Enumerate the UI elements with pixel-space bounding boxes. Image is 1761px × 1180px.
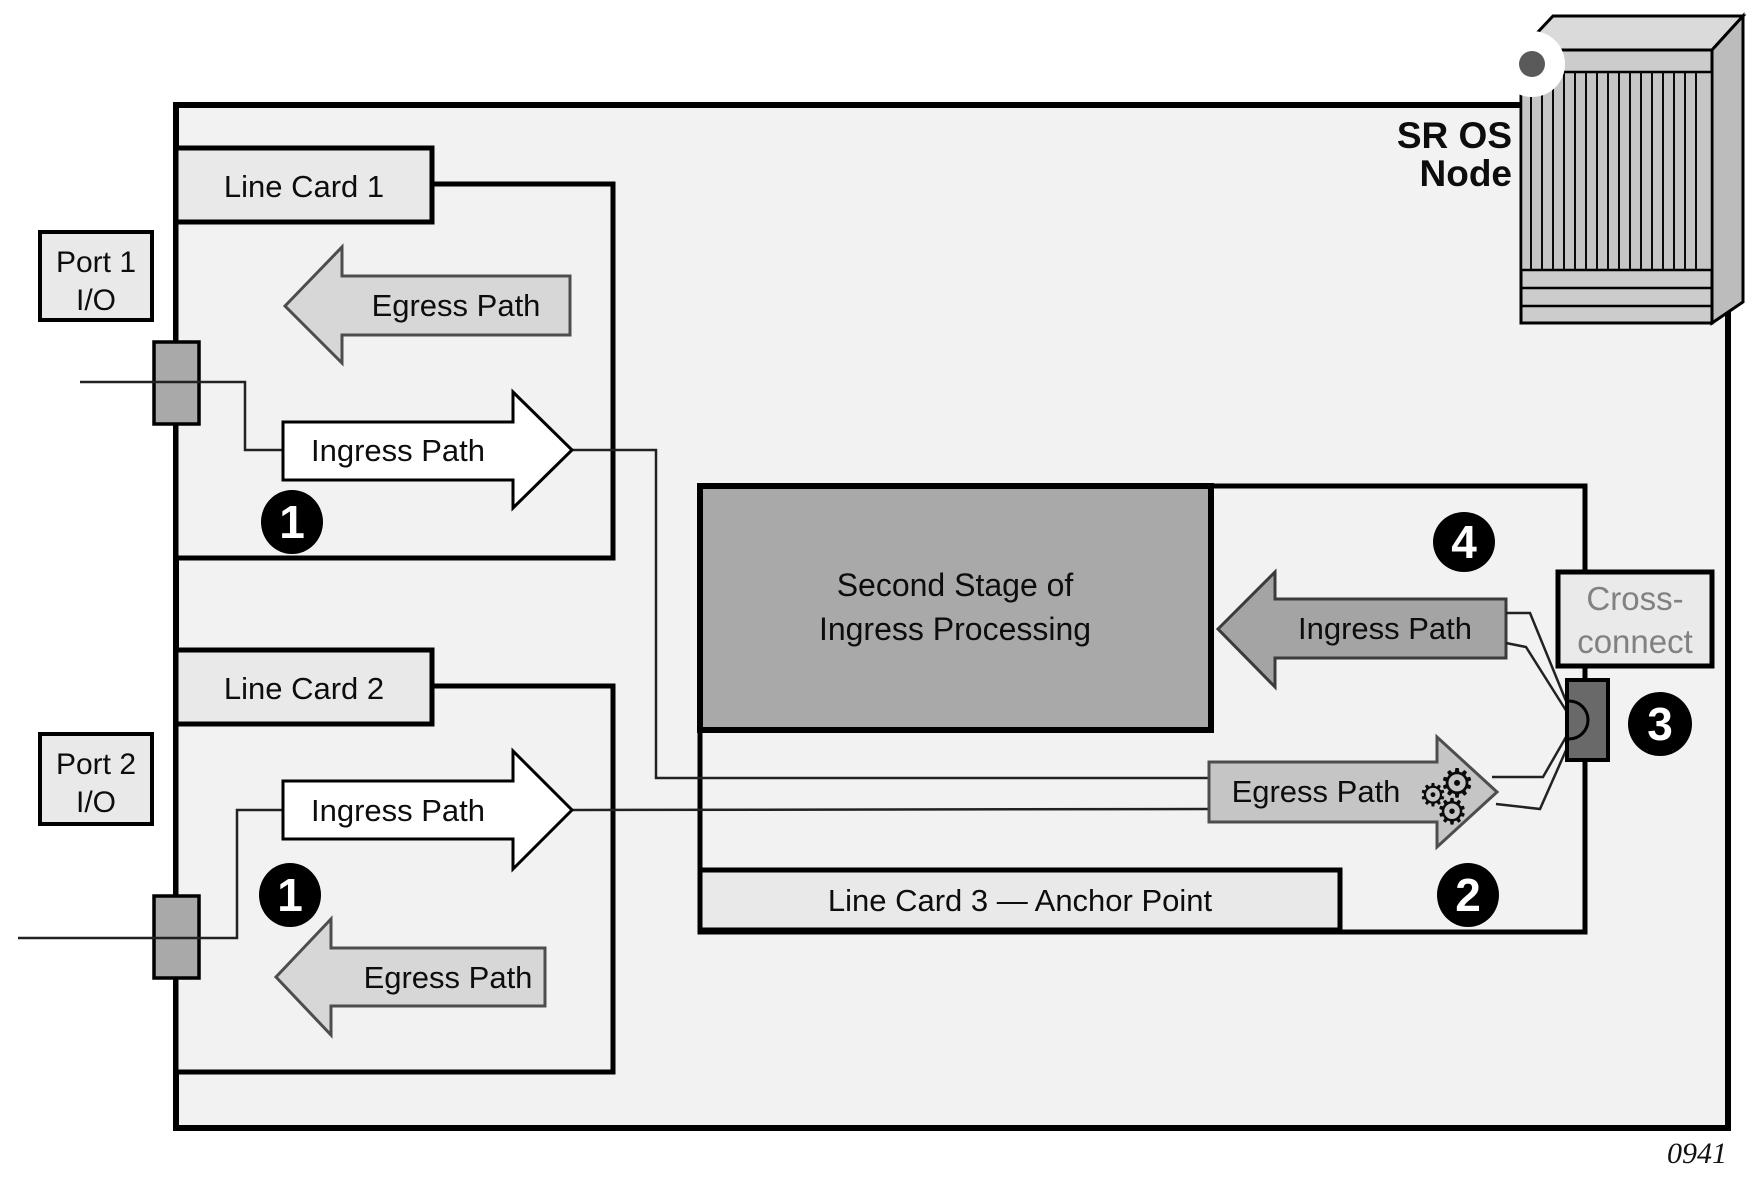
chassis-slats — [1530, 72, 1697, 270]
anchor-egress-label: Egress Path — [1232, 774, 1401, 809]
loopback-arc-icon — [1568, 699, 1590, 741]
node-title-line2: Node — [1420, 153, 1513, 194]
step-badge-3: 3 — [1628, 692, 1692, 756]
lc2-egress-arrow — [273, 915, 547, 1039]
lc2-to-anchor-line — [571, 807, 1210, 812]
step-badge-1-lc2: 1 — [259, 863, 321, 927]
lc1-ingress-label: Ingress Path — [311, 433, 485, 468]
cross-connect-box — [1555, 569, 1715, 669]
step-badge-3-number: 3 — [1647, 698, 1673, 750]
line-card-3-label: Line Card 3 — Anchor Point — [828, 883, 1213, 918]
second-stage-label-line2: Ingress Processing — [819, 611, 1091, 647]
egress-wedge-upper-line — [1492, 736, 1568, 779]
port-2-label-line2: I/O — [76, 786, 116, 819]
cross-connect-label-line1: Cross- — [1586, 580, 1683, 617]
port-1-label-line1: Port 1 — [56, 246, 136, 279]
port-2-box — [38, 732, 154, 826]
step-badge-1-lc2-number: 1 — [277, 869, 303, 921]
step-badge-1-lc1-number: 1 — [279, 496, 305, 548]
gear-icon: ⚙ — [1419, 776, 1448, 814]
lc1-to-anchor-line — [572, 448, 1209, 780]
port-2-label-line1: Port 2 — [56, 748, 136, 781]
port-2-wire — [18, 808, 283, 940]
port-1-wire — [80, 380, 283, 452]
line-card-1-label: Line Card 1 — [224, 169, 384, 204]
step-badge-4-number: 4 — [1451, 516, 1477, 568]
lc1-ingress-arrow — [281, 388, 575, 512]
port-1-box — [38, 230, 154, 322]
chassis-icon — [1499, 12, 1747, 326]
line-card-2-box — [173, 683, 616, 1075]
line-card-1-box — [173, 181, 616, 561]
lc1-egress-arrow — [282, 243, 572, 367]
chassis-led-dot — [1519, 51, 1545, 77]
line-card-1-label-box — [173, 145, 435, 225]
gear-icon: ⚙ — [1436, 792, 1468, 833]
second-stage-box — [697, 483, 1214, 733]
cross-connect-label-line2: connect — [1577, 623, 1693, 660]
node-title-line1: SR OS — [1397, 115, 1512, 156]
anchor-ingress-label: Ingress Path — [1298, 611, 1472, 646]
port-1-label-line2: I/O — [76, 284, 116, 317]
ingress-wedge-lower-line — [1505, 641, 1569, 713]
line-card-3-label-box — [697, 867, 1343, 933]
step-badge-2-number: 2 — [1455, 869, 1481, 921]
step-badge-4: 4 — [1433, 512, 1495, 572]
lc2-ingress-label: Ingress Path — [311, 793, 485, 828]
step-badge-1-lc1: 1 — [261, 490, 323, 554]
lc1-egress-label: Egress Path — [372, 288, 541, 323]
line-card-2-label: Line Card 2 — [224, 671, 384, 706]
second-stage-label-line1: Second Stage of — [837, 567, 1074, 603]
egress-wedge-lower-line — [1495, 747, 1569, 811]
line-card-2-label-box — [173, 647, 435, 727]
anchor-egress-arrow — [1207, 733, 1500, 851]
anchor-ingress-arrow — [1215, 568, 1508, 691]
lc2-ingress-arrow — [281, 747, 575, 873]
ingress-wedge-upper-line — [1506, 611, 1568, 702]
lc2-egress-label: Egress Path — [364, 960, 533, 995]
figure-number: 0941 — [1667, 1137, 1727, 1170]
step-badge-2: 2 — [1437, 863, 1499, 927]
gear-icon: ⚙ — [1439, 761, 1475, 807]
